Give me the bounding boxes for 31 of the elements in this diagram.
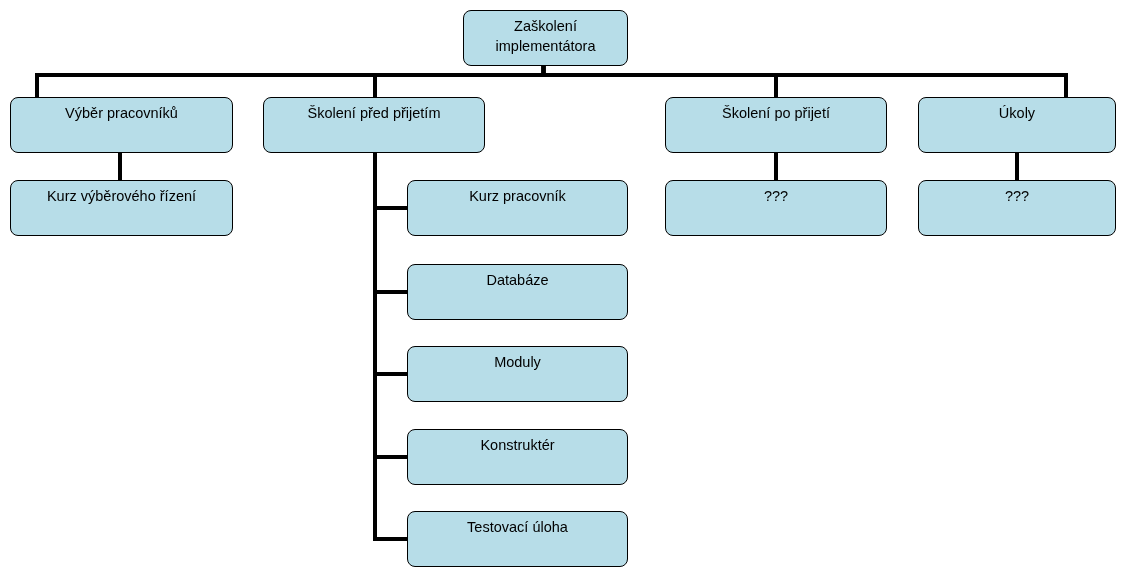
- org-box: [918, 180, 1116, 236]
- box-label: Moduly: [493, 353, 542, 372]
- org-box: [665, 180, 887, 236]
- org-box: [463, 10, 628, 66]
- connector-line: [541, 66, 1068, 97]
- org-box: [407, 264, 628, 320]
- box-label: Úkoly: [997, 104, 1037, 123]
- box-label: Školení před přijetím: [306, 104, 442, 123]
- org-box: [407, 180, 628, 236]
- org-box: [407, 346, 628, 402]
- connector-line: [373, 153, 407, 541]
- box-label: Výběr pracovníků: [64, 104, 179, 123]
- box-label: Testovací úloha: [466, 518, 569, 537]
- box-label: Školení po přijetí: [721, 104, 831, 123]
- connector-line: [774, 153, 778, 180]
- box-label: ???: [1003, 187, 1031, 206]
- box-label: Konstruktér: [479, 436, 556, 455]
- org-box: [407, 511, 628, 567]
- box-label: Kurz pracovník: [468, 187, 567, 206]
- org-box: [10, 180, 233, 236]
- box-label: Databáze: [485, 271, 550, 290]
- org-box: [407, 429, 628, 485]
- org-box: [918, 97, 1116, 153]
- org-box: [665, 97, 887, 153]
- org-box: [263, 97, 485, 153]
- connector-line: [1015, 153, 1019, 180]
- box-label: ???: [762, 187, 790, 206]
- box-label: Kurz výběrového řízení: [45, 187, 198, 206]
- org-box: [10, 97, 233, 153]
- connector-line: [118, 153, 122, 180]
- box-label: Zaškolení implementátora: [494, 17, 597, 56]
